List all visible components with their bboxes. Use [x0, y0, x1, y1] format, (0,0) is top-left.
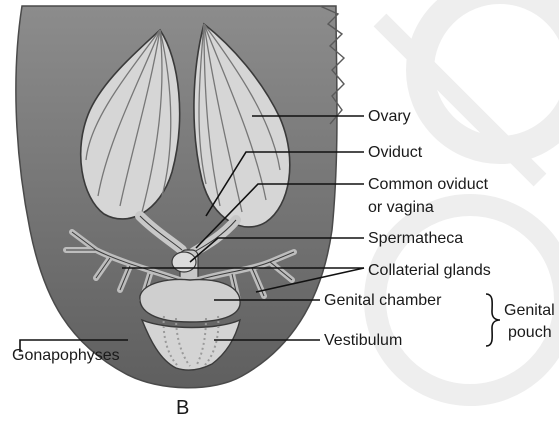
genital-pouch-brace	[486, 294, 500, 346]
label-common-oviduct: Common oviduct	[368, 176, 489, 193]
label-collaterial-glands: Collaterial glands	[368, 262, 491, 279]
label-genital-pouch: Genital	[504, 302, 555, 319]
label-oviduct: Oviduct	[368, 144, 423, 161]
label-vestibulum: Vestibulum	[324, 332, 402, 349]
label-genital-chamber: Genital chamber	[324, 292, 442, 309]
figure-letter: B	[176, 397, 189, 419]
spermatheca	[172, 252, 196, 272]
label-genital-pouch-line2: pouch	[508, 324, 552, 341]
label-spermatheca: Spermatheca	[368, 230, 463, 247]
label-gonapophyses: Gonapophyses	[12, 347, 120, 364]
label-ovary: Ovary	[368, 108, 411, 125]
label-common-oviduct-line2: or vagina	[368, 199, 434, 216]
